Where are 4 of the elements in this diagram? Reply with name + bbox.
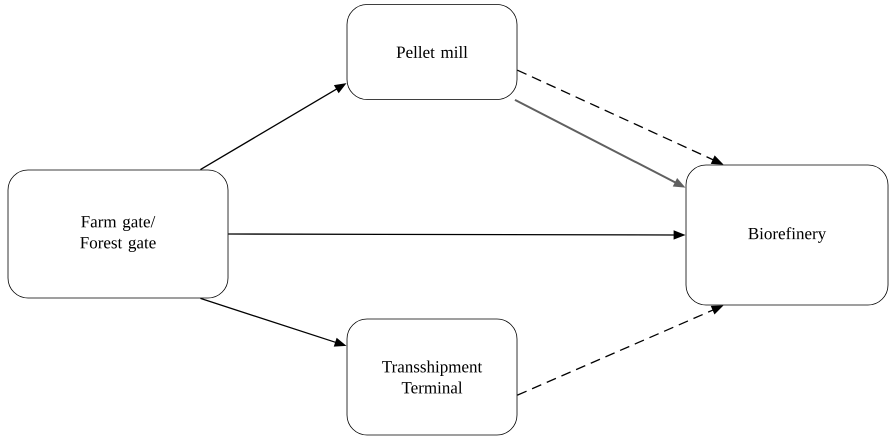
process-box: Biorefinery — [686, 164, 888, 306]
process-box: Pellet mill — [346, 4, 518, 100]
process-box: Transshipment Terminal — [346, 318, 518, 436]
process-box: Farm gate/ Forest gate — [8, 170, 228, 298]
